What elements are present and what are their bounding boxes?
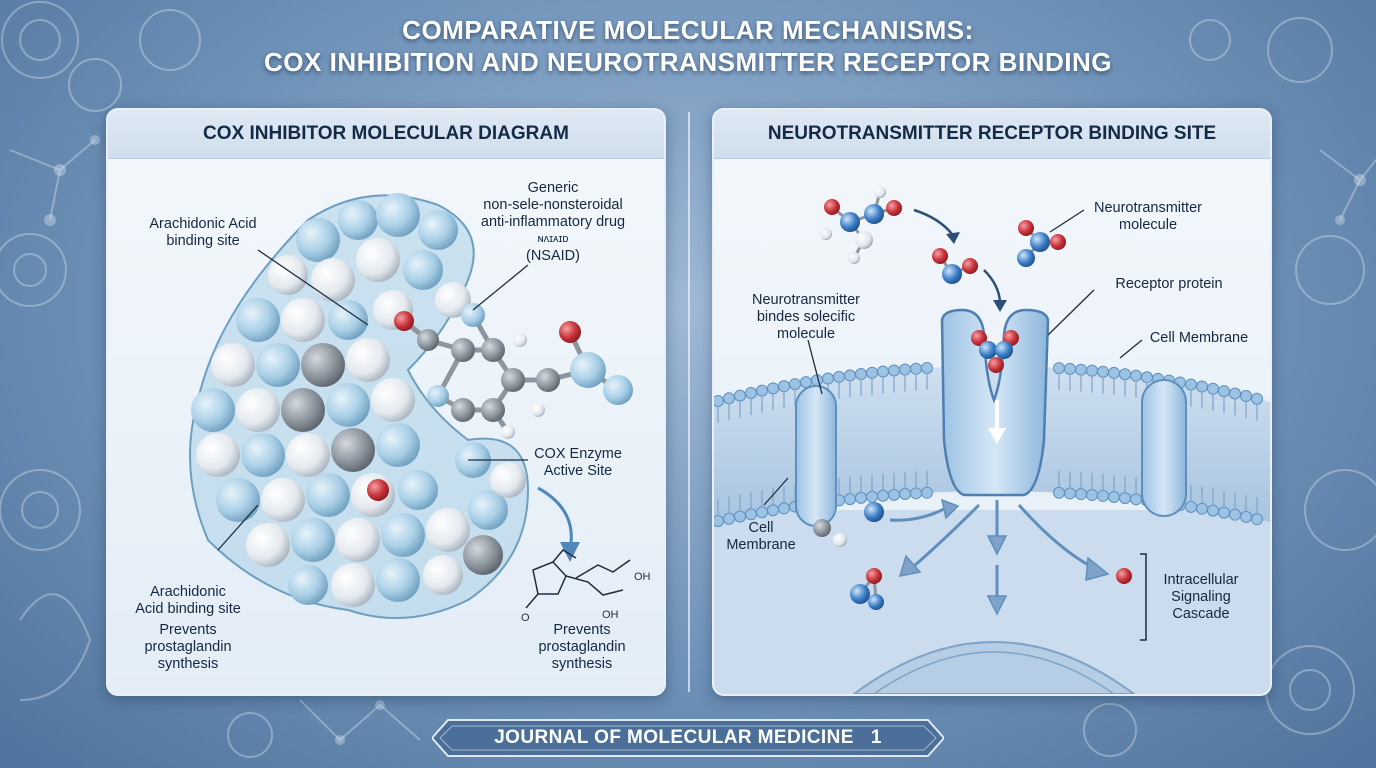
label-cell-membrane-right: Cell Membrane — [1149, 330, 1249, 346]
structure-label-oh-bottom: OH — [602, 609, 619, 621]
structure-label-oh-top: OH — [634, 571, 651, 583]
receptor-binding-panel: NEUROTRANSMITTER RECEPTOR BINDING SITE — [712, 108, 1272, 696]
cox-panel-header: COX INHIBITOR MOLECULAR DIAGRAM — [108, 110, 664, 159]
protein-atoms — [191, 193, 526, 607]
cox-molecular-illustration: OH OH O — [189, 193, 651, 624]
label-arachidonic-bottom: Arachidonic Acid binding site — [135, 584, 241, 617]
journal-banner — [432, 719, 944, 757]
label-arachidonic-top: Arachidonic Acid binding site — [149, 216, 257, 249]
page-number: 1 — [870, 727, 882, 748]
nucleus-outline — [852, 641, 1136, 694]
cox-inhibitor-panel: COX INHIBITOR MOLECULAR DIAGRAM — [106, 108, 666, 696]
structure-label-o: O — [521, 612, 530, 624]
receptor-illustration — [714, 186, 1270, 694]
nsaid-atoms — [394, 303, 633, 439]
label-signaling-cascade: Intracellular Signaling Cascade — [1163, 572, 1239, 622]
signal-arrows — [889, 498, 1110, 616]
receptor-leader-lines — [763, 209, 1143, 506]
label-receptor-protein: Receptor protein — [1115, 276, 1223, 292]
label-prevents-left: Prevents prostaglandin synthesis — [144, 622, 232, 672]
signal-molecule-1 — [864, 502, 884, 522]
label-prevents-right: Prevents prostaglandin synthesis — [538, 622, 626, 672]
channel-protein-left — [795, 385, 837, 527]
label-nt-molecule: Neurotransmitter molecule — [1094, 200, 1202, 233]
label-cell-membrane-left: Cell Membrane — [726, 520, 796, 553]
bound-neurotransmitter — [971, 330, 1019, 373]
cox-leader-lines — [217, 249, 529, 551]
label-cox-active-site: COX Enzyme Active Site — [534, 446, 622, 479]
receptor-panel-header: NEUROTRANSMITTER RECEPTOR BINDING SITE — [714, 110, 1270, 159]
journal-title: JOURNAL OF MOLECULAR MEDICINE 1 — [494, 727, 882, 748]
channel-protein-right — [1141, 379, 1187, 517]
panel-divider — [688, 112, 690, 692]
cascade-molecule — [1116, 568, 1132, 584]
main-title-line-2: COX INHIBITION AND NEUROTRANSMITTER RECE… — [264, 47, 1112, 77]
main-title-line-1: COMPARATIVE MOLECULAR MECHANISMS: — [402, 15, 974, 45]
free-nt-atoms — [820, 186, 1066, 284]
prostaglandin-structure — [525, 549, 631, 609]
label-nsaid: Generic non-sele-nonsteroidal anti-infla… — [480, 180, 626, 264]
label-binds-molecule: Neurotransmitter bindes solecific molecu… — [752, 292, 860, 342]
cox-process-arrow — [537, 486, 573, 551]
